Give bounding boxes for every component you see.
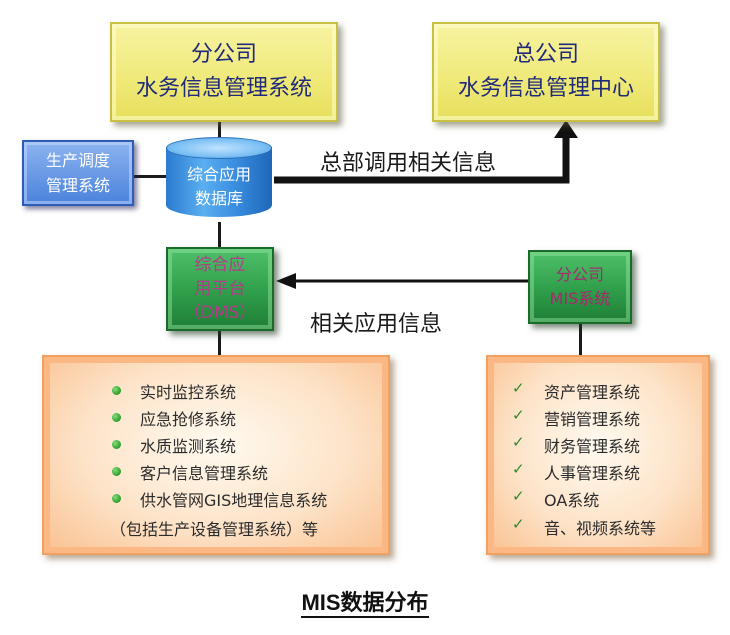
dms-subsystems-box: 实时监控系统 应急抢修系统 水质监测系统 客户信息管理系统 供水管网GIS地理信… [42,355,390,555]
caption-text: MIS数据分布 [301,590,429,618]
branch-mis-box: 分公司 MIS系统 [528,250,632,324]
check-icon: ✓ [512,487,525,505]
bullet-icon [112,440,121,449]
list-item: 水质监测系统 [140,437,237,456]
connector-branch-db [218,122,221,140]
connector-db-dms [218,222,221,249]
integrated-database: 综合应用 数据库 [166,137,272,223]
database-line2: 数据库 [194,189,243,208]
connector-mis-rightlist [579,324,582,357]
dms-platform-box: 综合应 用平台 （DMS） [166,247,274,331]
list-item: 资产管理系统 [544,383,641,402]
check-icon: ✓ [512,406,525,424]
mis-box-line2: MIS系统 [549,289,611,308]
branch-box-line2: 水务信息管理系统 [135,76,312,101]
bullet-icon [112,386,121,395]
list-item: OA系统 [544,491,600,510]
database-cylinder-top [166,137,272,159]
list-item: 客户信息管理系统 [140,464,269,483]
check-icon: ✓ [512,460,525,478]
mis-subsystems-box: ✓ 资产管理系统 ✓ 营销管理系统 ✓ 财务管理系统 ✓ 人事管理系统 ✓ OA… [486,355,710,555]
dms-box-line3: （DMS） [183,303,257,323]
arrow-mis-to-dms [276,273,528,289]
dispatch-box-line2: 管理系统 [45,176,110,195]
list-item: 实时监控系统 [140,383,237,402]
list-item: 营销管理系统 [544,410,641,429]
hq-box-line2: 水务信息管理中心 [457,76,634,101]
bullet-icon [112,494,121,503]
branch-info-system-box: 分公司 水务信息管理系统 [110,22,338,122]
list-item: 财务管理系统 [544,437,641,456]
bullet-icon [112,467,121,476]
diagram-caption: MIS数据分布 [0,585,730,618]
dms-box-line2: 用平台 [194,279,246,299]
production-dispatch-box: 生产调度 管理系统 [22,140,134,206]
hq-info-center-box: 总公司 水务信息管理中心 [432,22,660,122]
list-item: 音、视频系统等 [544,519,657,538]
arrow-label-middle: 相关应用信息 [310,312,443,337]
list-item: 应急抢修系统 [140,410,237,429]
check-icon: ✓ [512,515,525,533]
branch-box-line1: 分公司 [190,42,257,67]
mis-box-line1: 分公司 [555,265,604,284]
hq-box-line1: 总公司 [512,42,579,67]
arrow-db-to-hq [274,120,578,184]
arrow-label-top: 总部调用相关信息 [320,151,497,176]
list-item: 人事管理系统 [544,464,641,483]
database-line1: 综合应用 [186,165,251,184]
list-item: 供水管网GIS地理信息系统 [140,491,328,510]
connector-dms-leftlist [218,331,221,357]
list-note: （包括生产设备管理系统）等 [110,520,319,539]
dispatch-box-line1: 生产调度 [45,151,110,170]
check-icon: ✓ [512,433,525,451]
check-icon: ✓ [512,379,525,397]
dms-box-line1: 综合应 [194,255,246,275]
bullet-icon [112,413,121,422]
connector-dispatch-db [134,175,168,178]
database-label: 综合应用 数据库 [166,163,272,211]
